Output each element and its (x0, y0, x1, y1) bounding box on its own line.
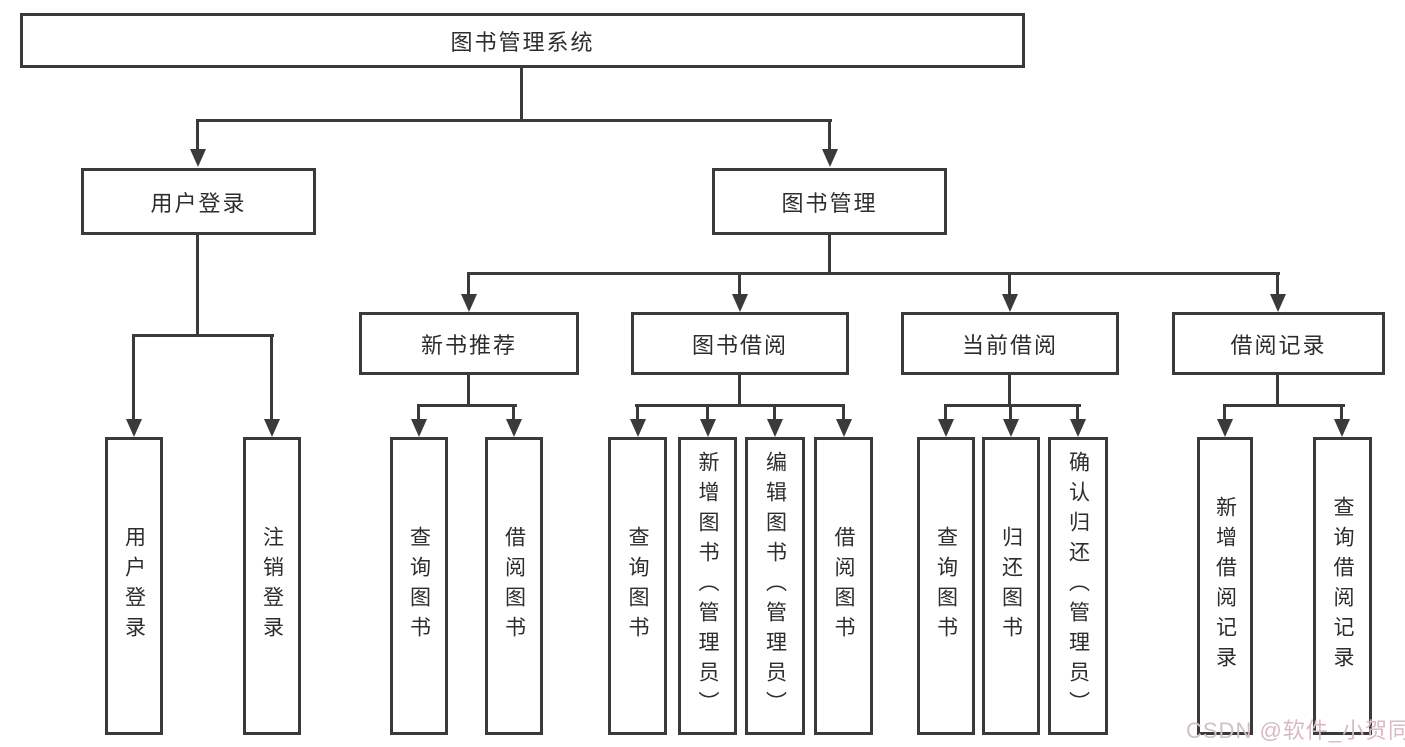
connector-drop (467, 274, 470, 296)
leaf-confirm-return-admin: 确认归还（管理员） (1048, 437, 1108, 735)
node-library-management-system: 图书管理系统 (20, 13, 1025, 68)
connector-stem (738, 375, 741, 407)
connector-stem (828, 235, 831, 275)
arrow-down-icon (1217, 419, 1233, 437)
arrow-down-icon (264, 419, 280, 437)
arrow-down-icon (126, 419, 142, 437)
leaf-label: 编辑图书（管理员） (763, 451, 787, 721)
leaf-query-borrow-record: 查询借阅记录 (1313, 437, 1372, 735)
arrow-down-icon (506, 419, 522, 437)
watermark-brand: CSDN (1186, 718, 1253, 743)
arrow-down-icon (1002, 294, 1018, 312)
leaf-query-books-current: 查询图书 (917, 437, 975, 735)
watermark-handle: @软件_小贺同学 (1259, 718, 1405, 743)
connector-bar (196, 119, 832, 122)
node-label: 图书借阅 (691, 332, 788, 358)
connector-drop (196, 121, 199, 151)
connector-drop (1009, 406, 1012, 421)
connector-drop (132, 336, 135, 420)
arrow-down-icon (732, 294, 748, 312)
connector-bar (417, 404, 517, 407)
arrow-down-icon (700, 419, 716, 437)
leaf-user-login: 用户登录 (105, 437, 163, 735)
node-label: 图书管理 (781, 190, 878, 216)
connector-stem (520, 68, 523, 122)
connector-bar (132, 334, 274, 337)
leaf-add-borrow-record: 新增借阅记录 (1197, 437, 1253, 735)
arrow-down-icon (461, 294, 477, 312)
leaf-label: 借阅图书 (832, 526, 855, 646)
arrow-down-icon (190, 149, 206, 167)
node-borrow-record: 借阅记录 (1172, 312, 1385, 375)
leaf-query-books-recommend: 查询图书 (390, 437, 448, 735)
node-label: 当前借阅 (961, 332, 1058, 358)
leaf-label: 归还图书 (999, 526, 1023, 646)
node-label: 用户登录 (150, 190, 247, 216)
arrow-down-icon (836, 419, 852, 437)
leaf-label: 查询图书 (934, 526, 958, 646)
leaf-add-books-admin: 新增图书（管理员） (678, 437, 737, 735)
csdn-watermark: CSDN @软件_小贺同学 (1186, 713, 1405, 745)
node-user-login: 用户登录 (81, 168, 316, 235)
node-label: 图书管理系统 (450, 29, 595, 55)
leaf-label: 借阅图书 (502, 526, 526, 646)
connector-bar (635, 404, 845, 407)
node-book-borrow: 图书借阅 (631, 312, 849, 375)
connector-drop (512, 406, 515, 421)
leaf-label: 查询图书 (407, 526, 431, 646)
arrow-down-icon (822, 149, 838, 167)
leaf-label: 查询图书 (626, 526, 649, 646)
connector-drop (1008, 274, 1011, 296)
connector-stem (1008, 375, 1011, 407)
connector-drop (706, 406, 709, 421)
leaf-borrow-books: 借阅图书 (814, 437, 873, 735)
leaf-query-books: 查询图书 (608, 437, 667, 735)
arrow-down-icon (411, 419, 427, 437)
leaf-label: 新增借阅记录 (1213, 496, 1237, 676)
leaf-label: 确认归还（管理员） (1066, 451, 1090, 721)
connector-bar (467, 272, 1280, 275)
connector-drop (1340, 406, 1343, 421)
connector-drop (1276, 274, 1279, 296)
connector-drop (944, 406, 947, 421)
node-label: 借阅记录 (1230, 332, 1327, 358)
arrow-down-icon (630, 419, 646, 437)
leaf-borrow-books-recommend: 借阅图书 (485, 437, 543, 735)
leaf-label: 注销登录 (260, 526, 284, 646)
arrow-down-icon (1334, 419, 1350, 437)
node-label: 新书推荐 (420, 332, 517, 358)
connector-drop (828, 121, 831, 151)
connector-drop (417, 406, 420, 421)
node-book-management: 图书管理 (712, 168, 947, 235)
connector-bar (1223, 404, 1345, 407)
connector-drop (773, 406, 776, 421)
connector-stem (467, 375, 470, 407)
connector-stem (196, 235, 199, 337)
connector-drop (636, 406, 639, 421)
connector-bar (944, 404, 1081, 407)
leaf-label: 查询借阅记录 (1331, 496, 1354, 676)
node-current-borrow: 当前借阅 (901, 312, 1119, 375)
arrow-down-icon (938, 419, 954, 437)
leaf-edit-books-admin: 编辑图书（管理员） (745, 437, 805, 735)
leaf-return-books: 归还图书 (982, 437, 1040, 735)
connector-drop (270, 336, 273, 420)
leaf-label: 用户登录 (122, 526, 146, 646)
connector-drop (1076, 406, 1079, 421)
connector-drop (738, 274, 741, 296)
leaf-logout: 注销登录 (243, 437, 301, 735)
leaf-label: 新增图书（管理员） (696, 451, 719, 721)
arrow-down-icon (1070, 419, 1086, 437)
node-new-book-recommend: 新书推荐 (359, 312, 579, 375)
connector-drop (842, 406, 845, 421)
connector-drop (1223, 406, 1226, 421)
connector-stem (1276, 375, 1279, 407)
arrow-down-icon (1270, 294, 1286, 312)
arrow-down-icon (1003, 419, 1019, 437)
arrow-down-icon (767, 419, 783, 437)
